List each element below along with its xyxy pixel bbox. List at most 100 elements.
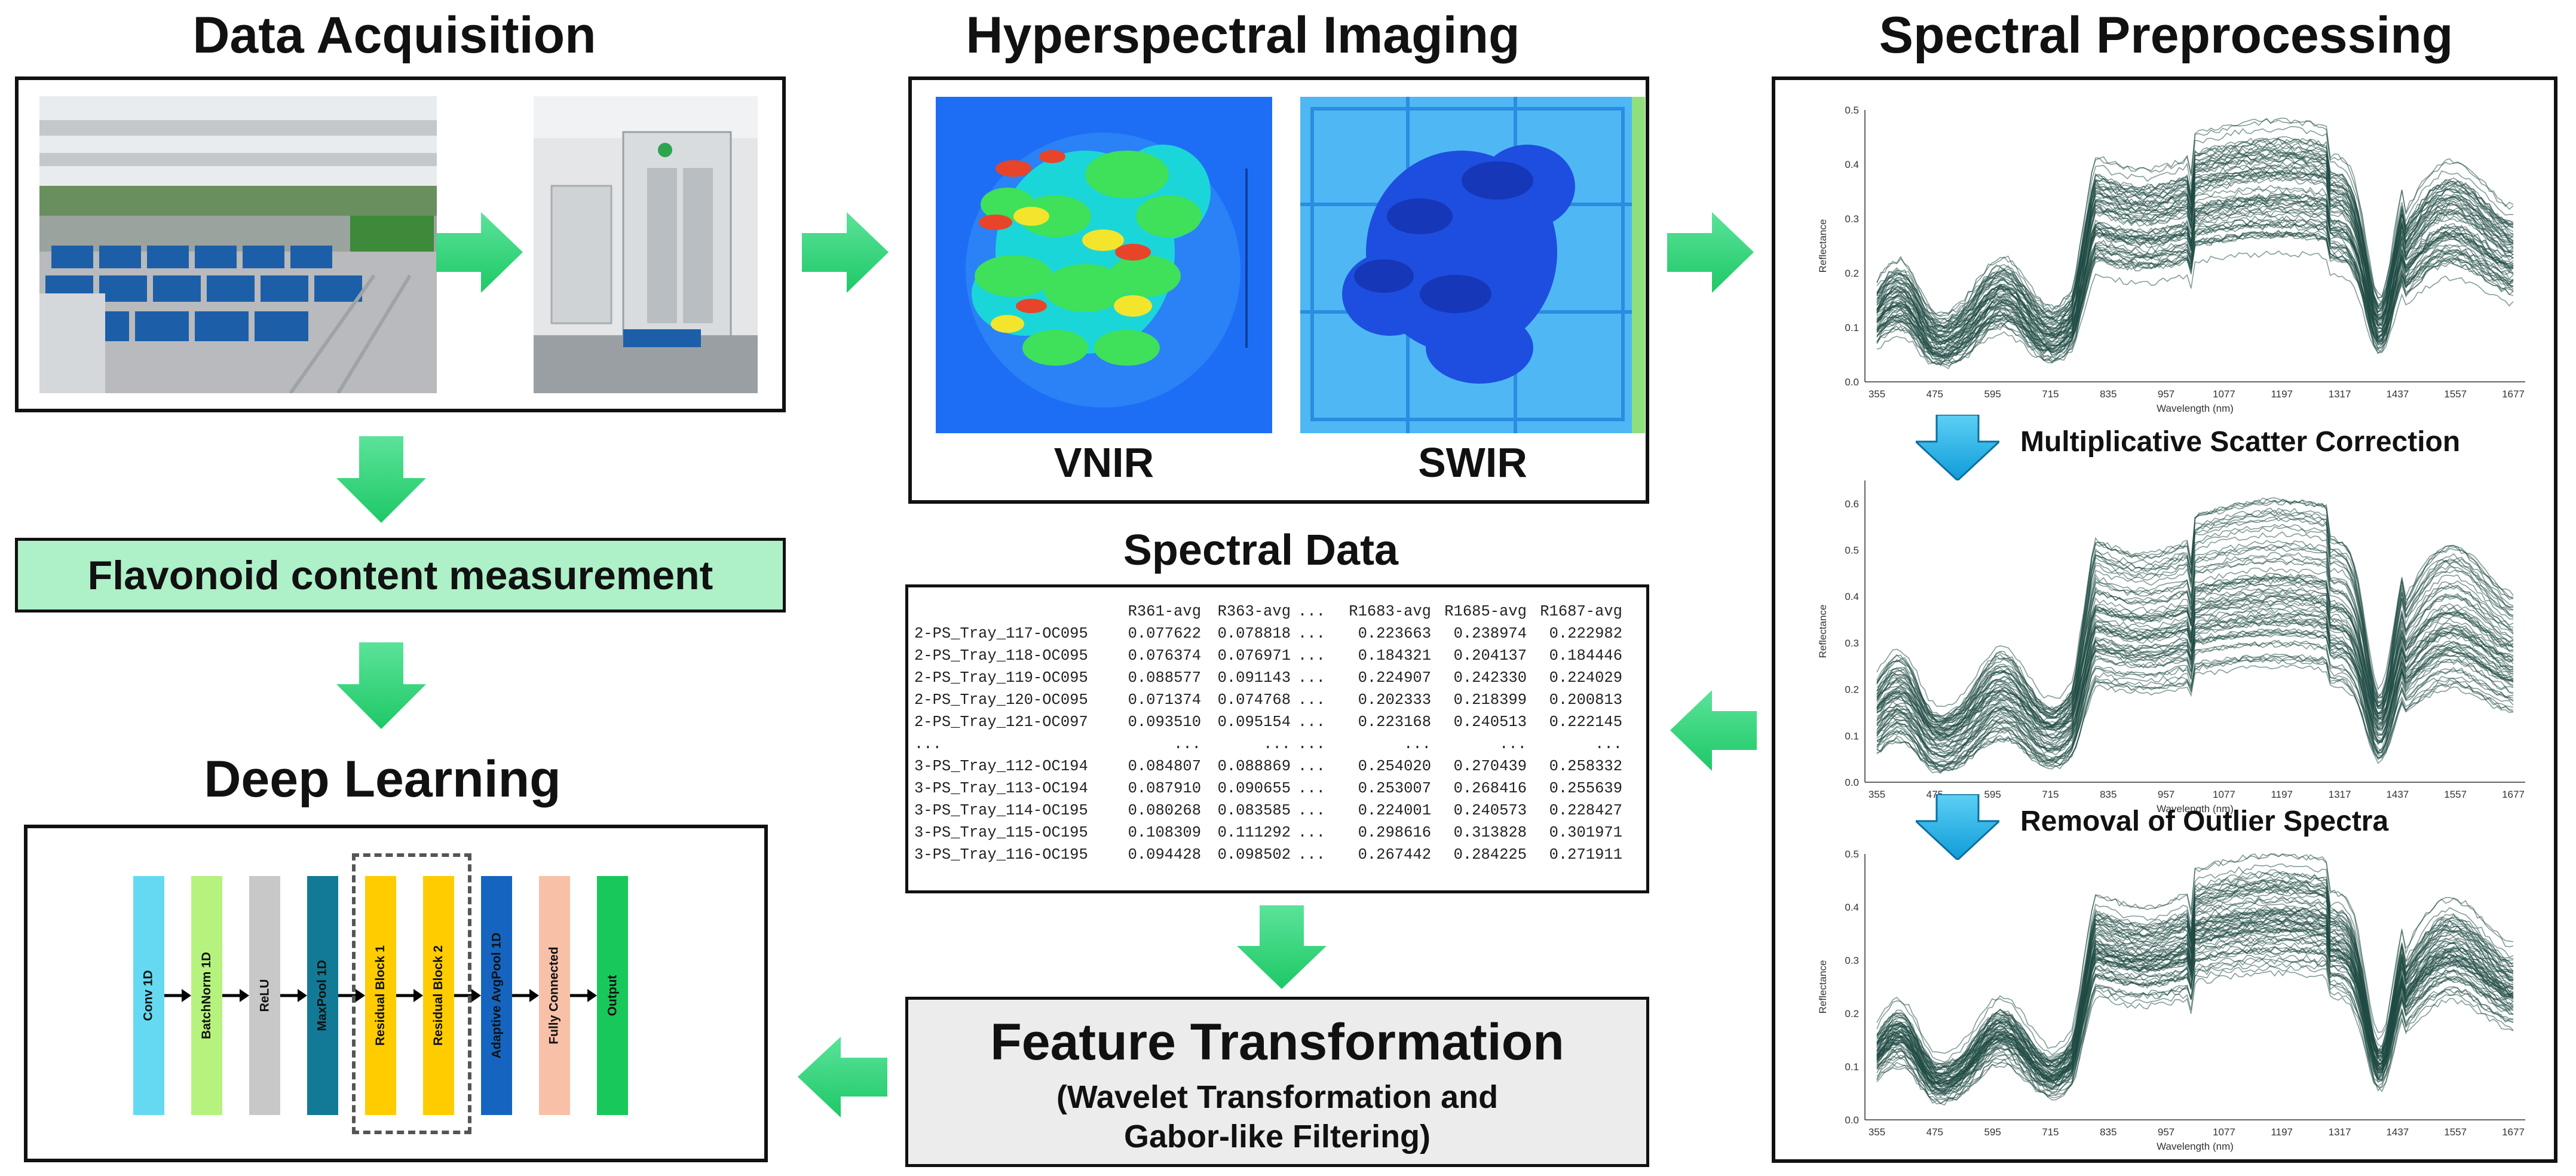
y-tick-label: 0.0 <box>1845 1114 1859 1126</box>
x-axis-label: Wavelength (nm) <box>2157 803 2234 814</box>
down-arrow-to-feature-transformation <box>1237 905 1327 989</box>
table-cell: R1685-avg <box>1444 603 1527 620</box>
y-tick-label: 0.5 <box>1845 545 1859 556</box>
spectrum-line <box>1876 664 2514 773</box>
table-cell: 0.268416 <box>1453 780 1527 797</box>
x-tick-label: 1557 <box>2444 1126 2467 1138</box>
table-cell: 0.184321 <box>1358 647 1431 664</box>
down-arrow-blue-1 <box>1916 415 1999 480</box>
down-arrow-blue-2 <box>1916 794 1999 860</box>
network-layer: MaxPool 1D <box>307 876 338 1115</box>
layer-label: BatchNorm 1D <box>200 952 213 1039</box>
table-cell: ... <box>1298 824 1325 841</box>
x-tick-label: 715 <box>2042 789 2059 800</box>
x-tick-label: 595 <box>1984 1126 2001 1138</box>
x-tick-label: 1437 <box>2386 789 2409 800</box>
right-arrow-to-preprocessing <box>1667 212 1754 293</box>
spectrum-line <box>1876 192 2514 354</box>
x-tick-label: 835 <box>2100 388 2116 400</box>
title-spectral-preprocessing: Spectral Preprocessing <box>1879 7 2454 64</box>
spectrum-line <box>1876 612 2514 767</box>
table-cell: ... <box>1298 625 1325 642</box>
table-cell: 0.098502 <box>1217 846 1291 863</box>
table-cell: 0.222145 <box>1549 713 1622 731</box>
table-cell: ... <box>1595 736 1622 753</box>
x-tick-label: 1317 <box>2329 1126 2351 1138</box>
y-tick-label: 0.5 <box>1845 105 1859 116</box>
table-cell: 0.298616 <box>1358 824 1431 841</box>
spectrum-line <box>1876 883 2514 1075</box>
network-layer: ReLU <box>249 876 280 1115</box>
x-tick-label: 1557 <box>2444 789 2467 800</box>
spectrum-line <box>1876 545 2514 733</box>
y-tick-label: 0.4 <box>1845 902 1859 913</box>
spectrum-line <box>1876 561 2514 722</box>
table-cell: 0.224001 <box>1358 802 1431 819</box>
x-tick-label: 715 <box>2042 1126 2059 1138</box>
row-id-cell: 3-PS_Tray_112-OC194 <box>914 758 1088 775</box>
feature-title: Feature Transformation <box>990 1013 1564 1071</box>
table-cell: 0.071374 <box>1128 691 1201 709</box>
spectra-lines <box>1876 117 2514 369</box>
title-data-acquisition: Data Acquisition <box>192 7 596 64</box>
x-tick-label: 1197 <box>2271 1126 2293 1138</box>
x-tick-label: 1317 <box>2329 388 2351 400</box>
x-tick-label: 475 <box>1926 388 1943 400</box>
swir-label: SWIR <box>1418 439 1527 486</box>
table-cell: 0.080268 <box>1128 802 1201 819</box>
y-tick-label: 0.2 <box>1845 268 1859 279</box>
row-id-cell <box>914 601 1111 623</box>
x-axis-label: Wavelength (nm) <box>2157 1141 2234 1152</box>
table-cell: ... <box>1298 647 1325 664</box>
table-cell: 0.074768 <box>1217 691 1291 709</box>
spectrum-line <box>1876 957 2514 1105</box>
network-layer: Fully Connected <box>539 876 570 1115</box>
spectrum-line <box>1876 895 2514 1085</box>
spectrum-line <box>1876 616 2514 754</box>
x-tick-label: 1077 <box>2213 1126 2235 1138</box>
table-cell: 0.090655 <box>1217 780 1291 797</box>
y-axis-label: Reflectance <box>1817 605 1828 659</box>
table-cell: ... <box>1298 736 1325 753</box>
x-tick-label: 1077 <box>2213 789 2235 800</box>
row-id-cell: 2-PS_Tray_118-OC095 <box>914 647 1088 664</box>
table-cell: ... <box>1298 758 1325 775</box>
table-cell: R1687-avg <box>1540 603 1622 620</box>
spectrum-line <box>1876 531 2514 728</box>
y-tick-label: 0.0 <box>1845 376 1859 388</box>
table-cell: 0.091143 <box>1217 669 1291 687</box>
spectrum-line <box>1876 964 2514 1106</box>
x-tick-label: 957 <box>2158 388 2174 400</box>
spectrum-line <box>1876 233 2514 366</box>
layer-label: ReLU <box>258 979 271 1012</box>
spectrum-line <box>1876 587 2514 751</box>
y-tick-label: 0.1 <box>1845 322 1859 333</box>
right-arrow-to-imaging <box>802 212 889 293</box>
x-tick-label: 595 <box>1984 789 2001 800</box>
spectrum-line <box>1876 628 2514 742</box>
spectrum-line <box>1876 511 2514 720</box>
spectrum-line <box>1876 566 2514 731</box>
network-layer: Output <box>597 876 628 1115</box>
connector-arrowhead <box>529 989 539 1002</box>
table-cell: ... <box>1298 713 1325 731</box>
spectra-lines <box>1876 497 2514 774</box>
network-arrows <box>164 989 597 1002</box>
table-cell: 0.108309 <box>1128 824 1201 841</box>
table-cell: ... <box>1174 736 1201 753</box>
connector-arrowhead <box>587 989 597 1002</box>
table-cell: ... <box>1298 669 1325 687</box>
table-cell: ... <box>1298 603 1325 620</box>
table-cell: 0.111292 <box>1217 824 1291 841</box>
network-layer: Conv 1D <box>133 876 164 1115</box>
